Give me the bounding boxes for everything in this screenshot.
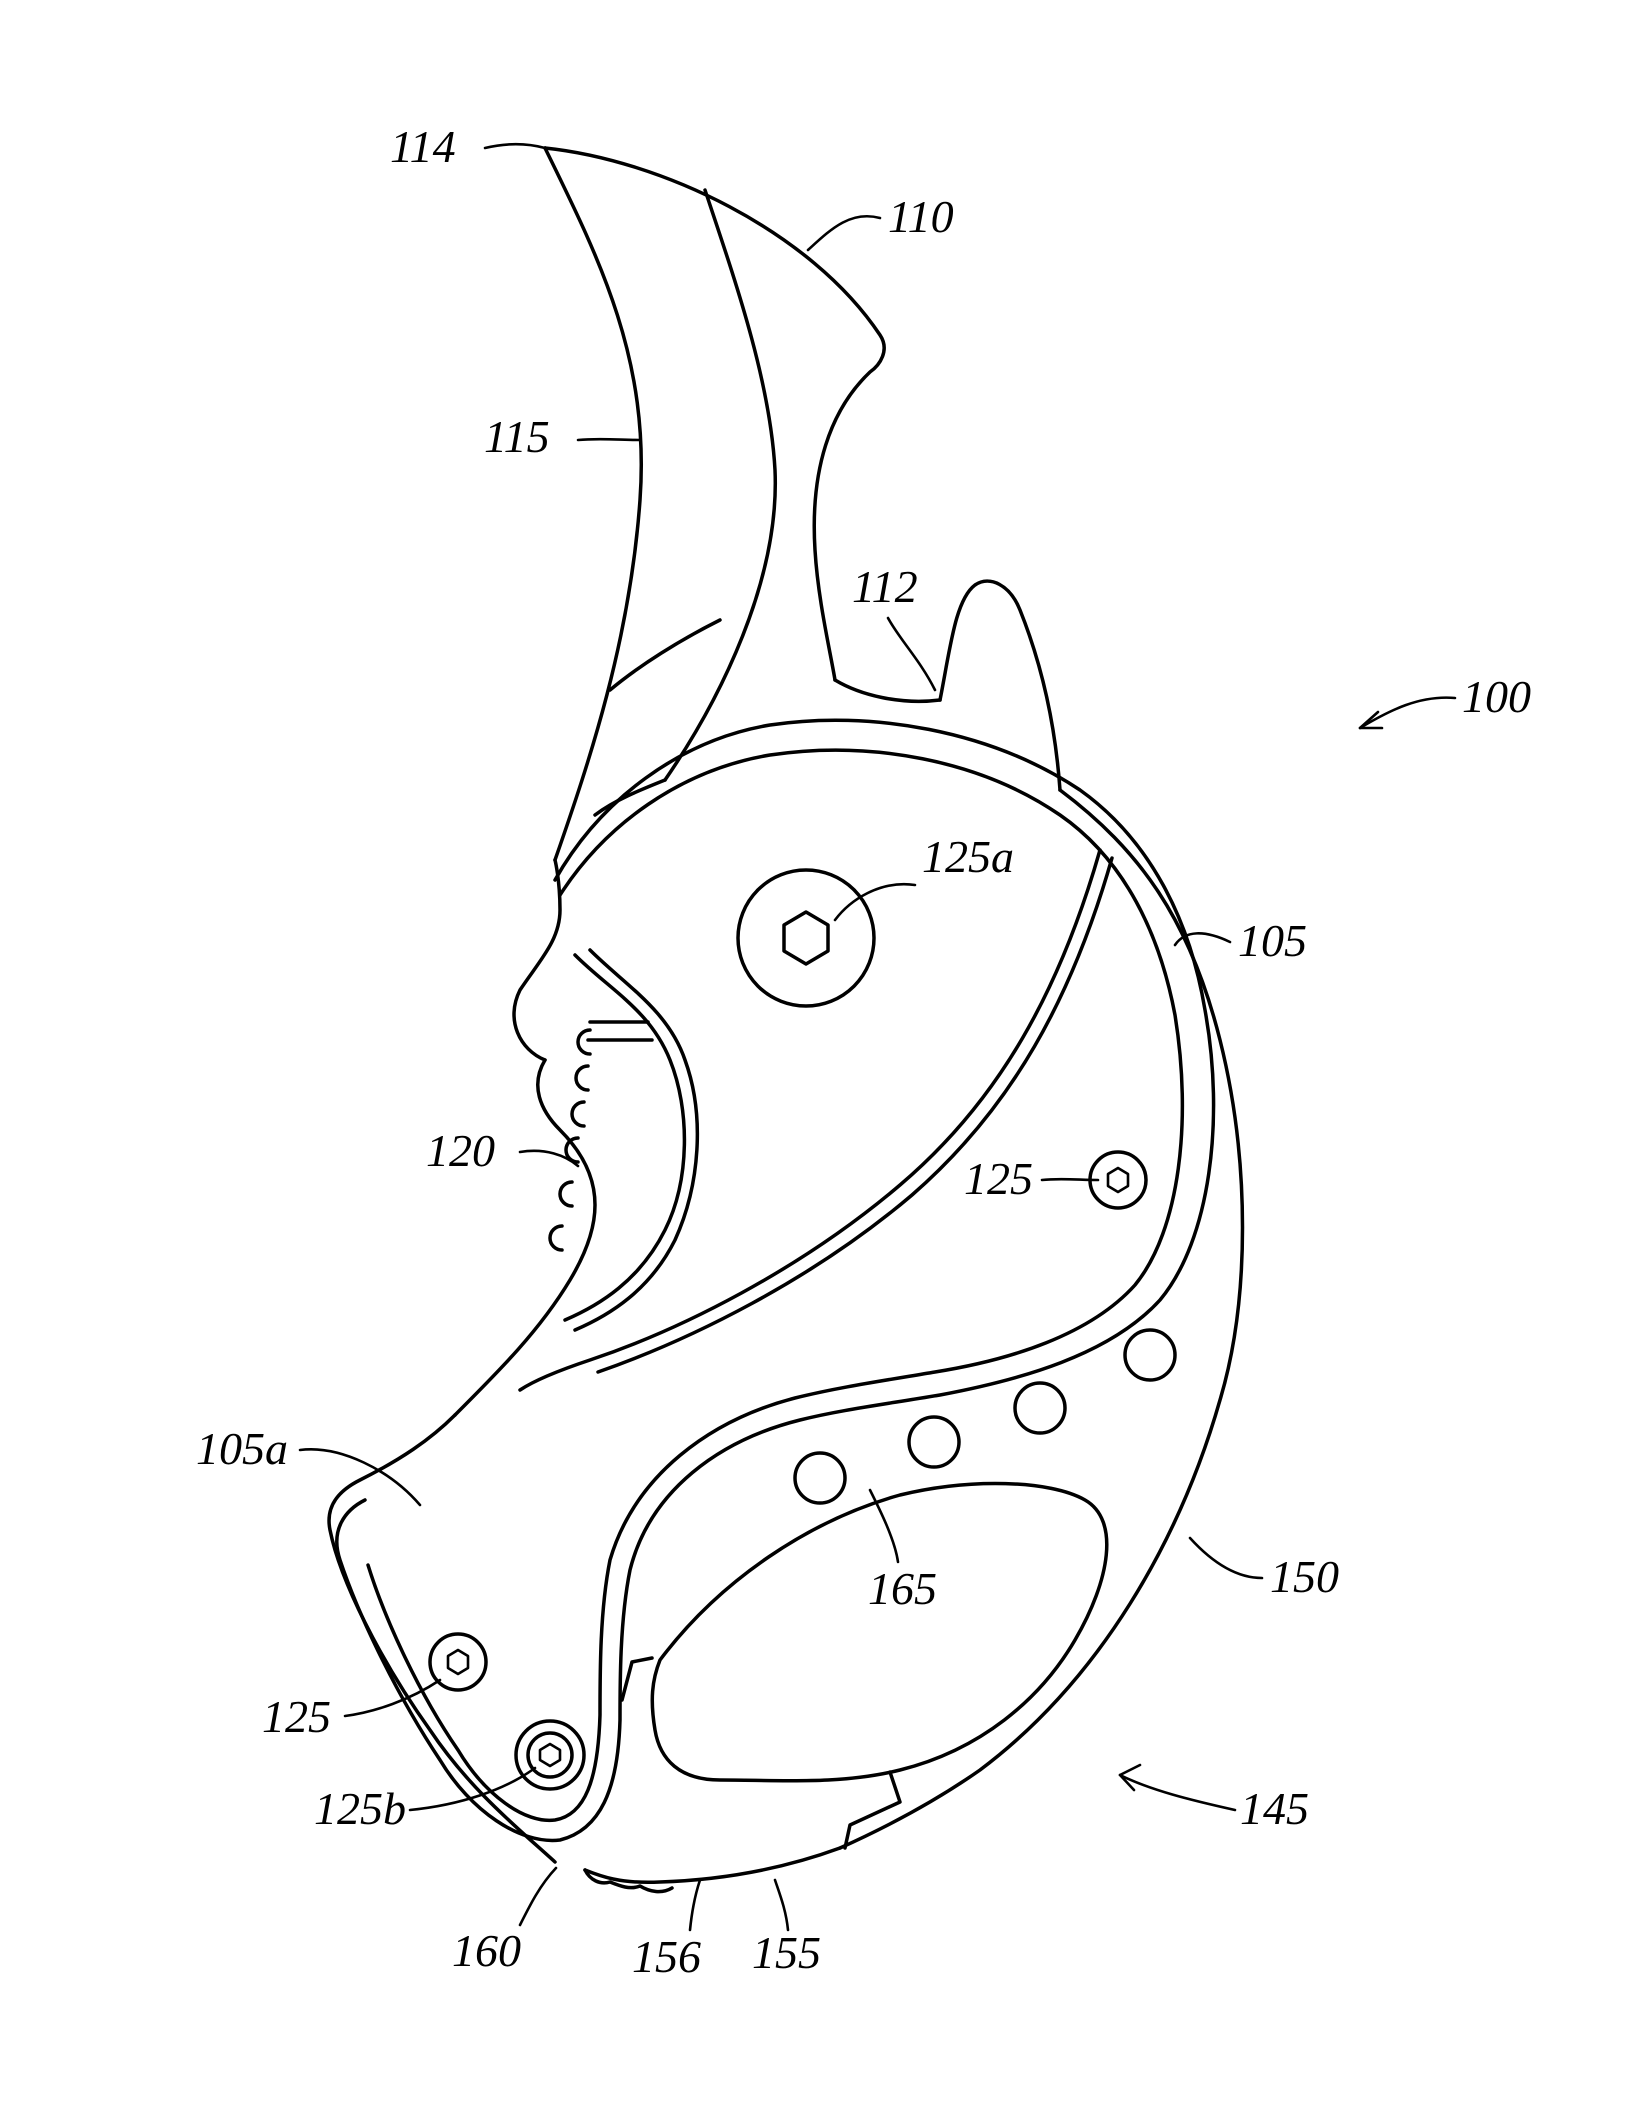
handle-hole-2 xyxy=(1015,1383,1065,1433)
scallop-3 xyxy=(572,1102,584,1126)
label-110: 110 xyxy=(888,191,954,242)
screw-lower xyxy=(516,1721,584,1789)
label-120: 120 xyxy=(426,1125,495,1176)
leader-100 xyxy=(1360,698,1455,728)
label-114: 114 xyxy=(390,121,456,172)
scallop-1 xyxy=(578,1030,590,1054)
liner-diagonal-line-2 xyxy=(598,858,1112,1372)
leader-110 xyxy=(808,216,880,250)
pivot-screw xyxy=(738,870,874,1006)
blade-grind-line xyxy=(665,190,775,780)
label-105: 105 xyxy=(1238,915,1307,966)
handle-hole-3 xyxy=(909,1417,959,1467)
label-145: 145 xyxy=(1240,1783,1309,1834)
finger-opening-outline xyxy=(652,1484,1107,1781)
handle-outer-profile xyxy=(840,790,1243,1848)
leader-lines xyxy=(300,144,1455,1930)
label-105a: 105a xyxy=(196,1423,288,1474)
handle-hole-4 xyxy=(795,1453,845,1503)
thumb-ramp-scallops xyxy=(550,1030,590,1250)
leader-114 xyxy=(485,144,545,148)
screw-lower-hex xyxy=(540,1744,560,1766)
leader-145-arrow xyxy=(1120,1765,1140,1790)
leader-112 xyxy=(888,618,935,690)
leader-155 xyxy=(775,1880,788,1930)
screw-left-hex xyxy=(448,1650,468,1674)
handle-hole-1 xyxy=(1125,1330,1175,1380)
finger-opening xyxy=(622,1484,1107,1848)
label-125b: 125b xyxy=(314,1783,406,1834)
blade-notch-edge xyxy=(835,680,940,701)
label-100: 100 xyxy=(1462,671,1531,722)
blade-grind-arc-2 xyxy=(595,780,665,815)
leader-120 xyxy=(520,1151,578,1166)
leader-125a xyxy=(835,884,915,920)
finger-opening-notch xyxy=(845,1772,900,1848)
screw-lower-head xyxy=(528,1733,572,1777)
leader-100-arrow xyxy=(1360,712,1382,728)
leader-156 xyxy=(690,1880,700,1930)
label-150: 150 xyxy=(1270,1551,1339,1602)
finger-opening-notch-2 xyxy=(622,1658,652,1700)
handle-front-top xyxy=(514,860,560,1060)
handle-bottom-edge xyxy=(585,1848,840,1882)
label-156: 156 xyxy=(632,1931,701,1982)
blade-cutting-edge xyxy=(545,148,641,860)
label-112: 112 xyxy=(852,561,918,612)
blade-grind-arc-1 xyxy=(610,620,720,690)
scallop-2 xyxy=(576,1066,588,1090)
leader-145 xyxy=(1120,1775,1235,1810)
label-115: 115 xyxy=(484,411,550,462)
leader-115 xyxy=(578,439,640,440)
opening-hook xyxy=(940,581,1060,790)
pivot-hex-socket xyxy=(784,912,828,964)
screw-lower-outer xyxy=(516,1721,584,1789)
liner-thumb-cutout xyxy=(565,955,684,1320)
pivot-washer xyxy=(738,870,874,1006)
handle-holes xyxy=(795,1330,1175,1503)
hook-outline xyxy=(940,581,1060,790)
label-125-left: 125 xyxy=(262,1691,331,1742)
label-125a: 125a xyxy=(922,831,1014,882)
label-160: 160 xyxy=(452,1925,521,1976)
leader-125-right xyxy=(1042,1179,1098,1180)
scallop-5 xyxy=(560,1182,572,1206)
liner-diagonal-line xyxy=(520,850,1100,1390)
scallop-6 xyxy=(550,1226,562,1250)
leader-160 xyxy=(520,1868,556,1925)
screw-right-hex xyxy=(1108,1168,1128,1192)
label-165: 165 xyxy=(868,1563,937,1614)
label-155: 155 xyxy=(752,1927,821,1978)
leader-150 xyxy=(1190,1538,1262,1578)
handle-front-upper xyxy=(455,1060,595,1415)
label-125-right: 125 xyxy=(964,1153,1033,1204)
